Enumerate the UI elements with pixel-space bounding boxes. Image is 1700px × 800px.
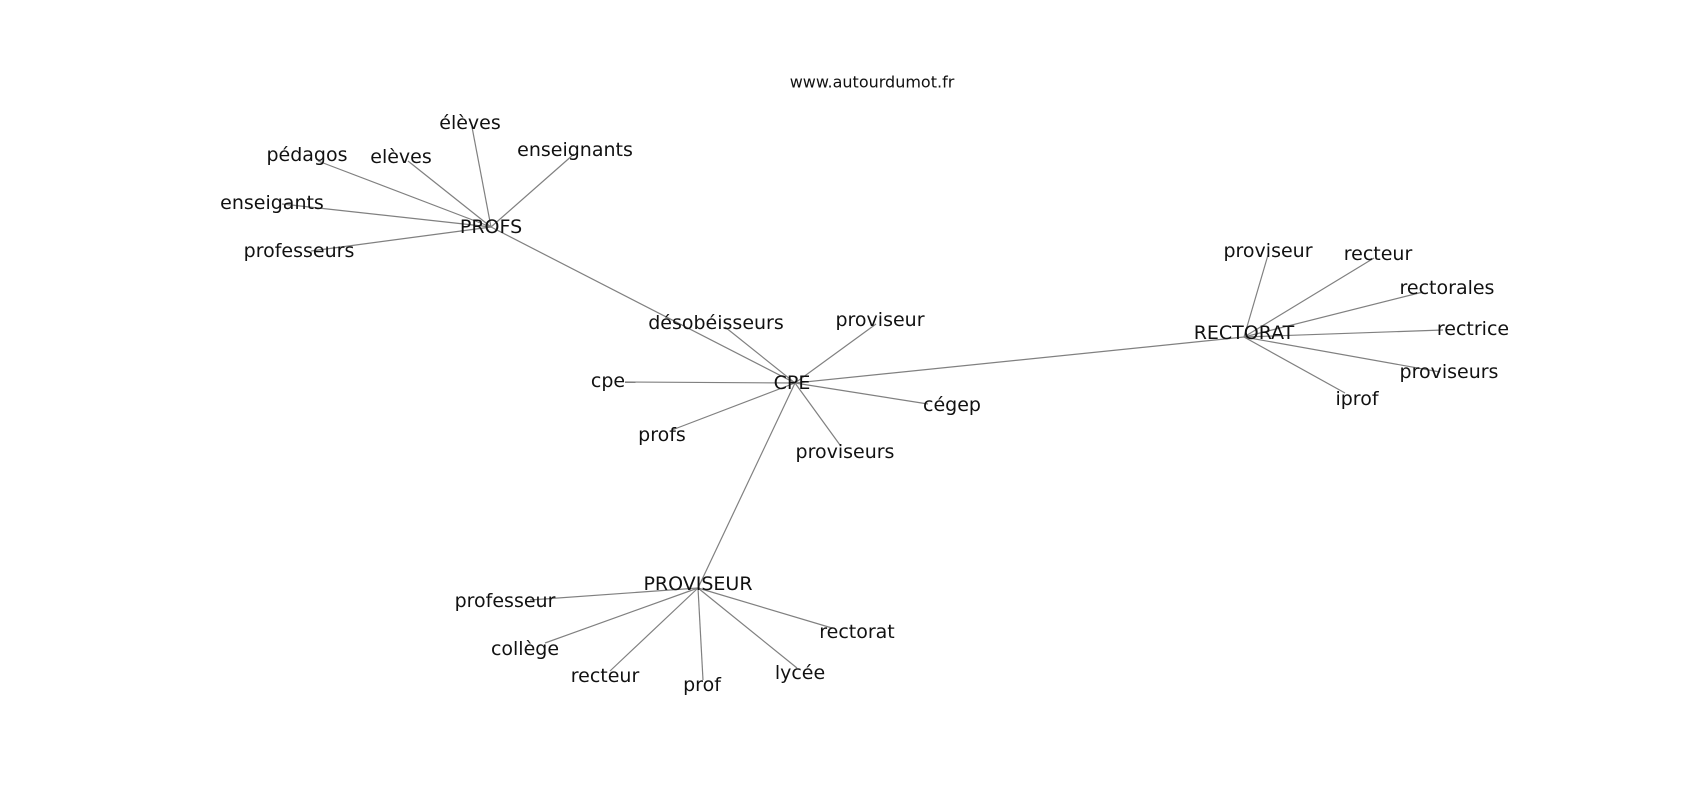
node-label-rect-proviseur: proviseur: [1223, 240, 1312, 262]
node-label-prov-recteur: recteur: [571, 665, 640, 687]
edge-profs-hub-to-profs-professeurs: [310, 226, 492, 252]
node-label-rect-rectrice: rectrice: [1437, 318, 1509, 340]
node-label-rectorat-hub: RECTORAT: [1194, 322, 1295, 344]
edge-profs-hub-to-profs-eleves2: [407, 160, 492, 228]
node-label-profs-enseignants: enseignants: [517, 139, 633, 161]
node-label-profs-professeurs: professeurs: [244, 240, 355, 262]
node-label-prov-prof: prof: [683, 674, 722, 696]
node-label-profs-hub: PROFS: [460, 216, 522, 238]
edge-cpe-center-to-profs-hub: [490, 226, 796, 384]
node-label-cpe-profs: profs: [638, 424, 686, 446]
edge-cpe-center-to-rectorat-hub: [794, 336, 1245, 384]
node-label-prov-professeur: professeur: [455, 590, 556, 612]
node-label-prov-lycee: lycée: [775, 662, 825, 684]
edge-rectorat-hub-to-rect-rectorales: [1243, 291, 1424, 338]
node-label-cpe-center: CPE: [774, 372, 811, 394]
edge-proviseur-hub-to-prov-lycee: [697, 587, 798, 669]
source-label: www.autourdumot.fr: [790, 73, 955, 92]
edge-proviseur-hub-to-prov-recteur: [609, 587, 699, 672]
node-label-cpe-cpe: cpe: [591, 370, 625, 392]
edge-profs-hub-to-profs-pedagos: [317, 160, 492, 228]
edge-cpe-center-to-cpe-cegep: [794, 382, 929, 405]
edge-proviseur-hub-to-prov-college: [544, 587, 699, 644]
node-label-cpe-desobeisseurs: désobéisseurs: [648, 312, 784, 334]
node-label-profs-enseigants: enseigants: [220, 192, 324, 214]
edges-layer: [281, 126, 1444, 681]
node-label-profs-pedagos: pédagos: [266, 144, 347, 166]
edge-profs-hub-to-profs-enseigants: [281, 203, 492, 228]
edge-proviseur-hub-to-prov-rectorat: [697, 587, 833, 629]
edge-cpe-center-to-cpe-desobeisseurs: [724, 326, 796, 384]
edge-profs-hub-to-profs-enseignants: [490, 153, 575, 228]
node-label-rect-recteur: recteur: [1344, 243, 1413, 265]
edge-proviseur-hub-to-prov-professeur: [529, 587, 699, 601]
node-label-profs-eleves1: élèves: [439, 112, 501, 134]
edge-profs-hub-to-profs-eleves1: [471, 126, 492, 228]
edge-rectorat-hub-to-rect-rectrice: [1243, 329, 1444, 338]
edge-rectorat-hub-to-rect-recteur: [1243, 257, 1375, 338]
edge-rectorat-hub-to-rect-iprof: [1243, 336, 1346, 394]
edge-cpe-center-to-cpe-cpe: [624, 381, 796, 384]
node-label-cpe-proviseur: proviseur: [835, 309, 924, 331]
node-label-cpe-proviseurs: proviseurs: [796, 441, 895, 463]
edge-cpe-center-to-cpe-profs: [671, 382, 796, 431]
node-label-profs-eleves2: elèves: [370, 146, 432, 168]
edge-cpe-center-to-proviseur-hub: [697, 382, 796, 589]
node-label-rect-proviseurs: proviseurs: [1400, 361, 1499, 383]
edge-rectorat-hub-to-rect-proviseurs: [1243, 336, 1441, 373]
node-label-rect-rectorales: rectorales: [1400, 277, 1495, 299]
node-label-prov-college: collège: [491, 638, 559, 660]
edge-rectorat-hub-to-rect-proviseur: [1243, 254, 1269, 338]
edge-proviseur-hub-to-prov-prof: [697, 587, 704, 681]
node-label-cpe-cegep: cégep: [923, 394, 981, 416]
node-label-prov-rectorat: rectorat: [819, 621, 895, 643]
edge-cpe-center-to-cpe-proviseurs: [794, 382, 841, 446]
node-label-proviseur-hub: PROVISEUR: [643, 573, 752, 595]
node-label-rect-iprof: iprof: [1335, 388, 1379, 410]
labels-layer: CPE PROFS RECTORAT PROVISEUR désobéisseurs pr…: [220, 112, 1509, 696]
edge-cpe-center-to-cpe-proviseur: [794, 323, 877, 384]
